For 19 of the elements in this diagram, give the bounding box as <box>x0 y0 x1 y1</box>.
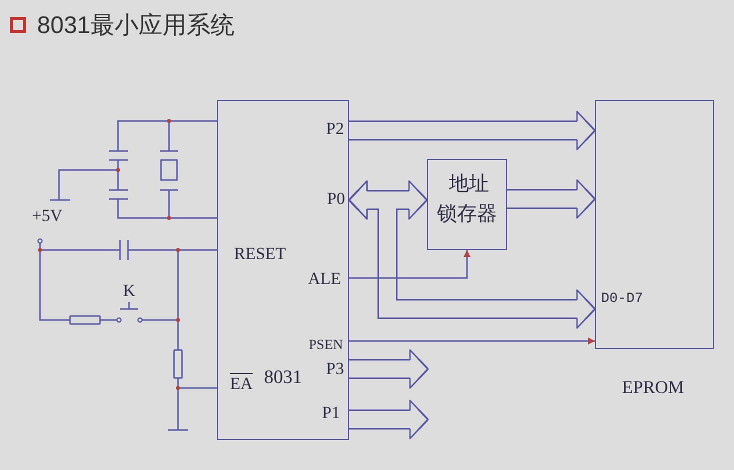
pin-label: P2 <box>326 120 344 137</box>
chip-label: 8031 <box>264 368 302 387</box>
chip-label: EPROM <box>622 378 684 396</box>
signal-arrow <box>349 250 470 279</box>
pin-label: P0 <box>327 190 345 207</box>
pin-label: P3 <box>326 360 344 377</box>
latch-label: 地址锁存器 <box>437 172 498 227</box>
switch-label: K <box>123 282 136 299</box>
title: 8031最小应用系统 <box>37 14 234 38</box>
pin-label: PSEN <box>308 339 343 353</box>
pin-label: EA <box>230 375 253 392</box>
microcontroller-chip <box>217 100 349 440</box>
pin-label: P1 <box>322 404 340 421</box>
address-latch <box>427 159 507 250</box>
signal-arrow <box>349 338 595 344</box>
pin-label: D0-D7 <box>601 292 644 306</box>
pin-label: RESET <box>234 245 286 262</box>
voltage-label: +5V <box>32 207 62 224</box>
pin-label: ALE <box>308 270 341 287</box>
